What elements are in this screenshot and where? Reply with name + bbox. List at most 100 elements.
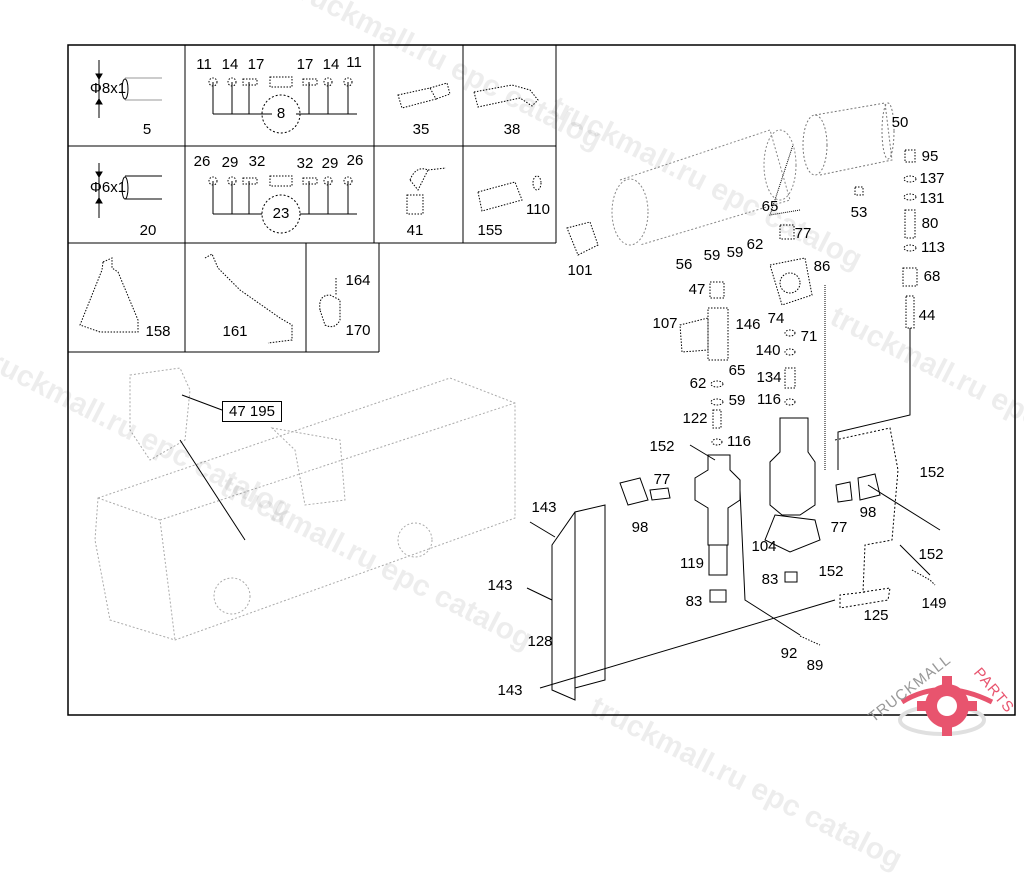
part-callout: 56	[675, 256, 693, 273]
part-callout: 77	[830, 519, 848, 536]
part-callout: 116	[727, 433, 751, 450]
stack-center-drawing	[710, 329, 796, 446]
part-callout: 44	[918, 307, 936, 324]
kit-grid	[68, 45, 557, 353]
pipe-5-drawing	[95, 60, 162, 118]
air-tank-65-drawing	[611, 129, 797, 246]
leaders-lower	[526, 444, 941, 689]
part-label: 35	[412, 121, 430, 138]
kit-8-drawing	[208, 76, 357, 134]
bolt-89-drawing	[799, 635, 821, 646]
part-callout: 140	[755, 342, 781, 359]
part-label: 20	[139, 222, 157, 239]
part-callout: 59	[726, 244, 744, 261]
leader-86	[769, 144, 826, 470]
valve-body-drawing	[619, 417, 881, 603]
part-callout: 152	[818, 563, 844, 580]
drain-53-drawing	[854, 186, 864, 196]
part-callout: 95	[921, 148, 939, 165]
kit-label: 8	[276, 105, 286, 122]
bracket-158-drawing	[79, 257, 139, 333]
gear-logo-icon	[898, 676, 994, 736]
part-callout: 107	[652, 315, 678, 332]
part-callout: 65	[761, 198, 779, 215]
part-callout: 83	[761, 571, 779, 588]
part-callout: 122	[682, 410, 708, 427]
part-callout: 83	[685, 593, 703, 610]
part-callout: 98	[859, 504, 877, 521]
pipe-dimension-label: Φ6x1	[89, 179, 127, 196]
part-callout: 65	[728, 362, 746, 379]
part-callout: 50	[891, 114, 909, 131]
part-callout: 113	[921, 239, 945, 256]
part-callout: 53	[850, 204, 868, 221]
part-callout: 80	[921, 215, 939, 232]
part-callout: 77	[653, 471, 671, 488]
part-label: 110	[526, 201, 550, 218]
part-callout: 89	[806, 657, 824, 674]
part-label: 5	[142, 121, 152, 138]
fitting-35-drawing	[397, 82, 451, 109]
part-callout: 62	[746, 236, 764, 253]
parts-diagram	[67, 44, 1016, 716]
part-callout: 128	[527, 633, 553, 650]
part-callout: 119	[680, 555, 704, 572]
part-callout: 152	[919, 464, 945, 481]
part-callout: 104	[751, 538, 777, 555]
reference-box[interactable]: 47 195	[222, 401, 282, 422]
sensor-stack-drawing	[902, 149, 918, 329]
bracket-128-drawing	[551, 504, 606, 701]
part-callout: 134	[756, 369, 782, 386]
part-callout: 137	[919, 170, 945, 187]
part-callout: 131	[919, 190, 945, 207]
part-callout: 146	[735, 316, 761, 333]
part-label: 164	[345, 272, 371, 289]
clamp-170-drawing	[319, 278, 341, 328]
part-label: 29	[321, 155, 339, 172]
nipple-155-drawing	[477, 181, 523, 212]
pipe-20-drawing	[95, 163, 162, 218]
part-callout: 59	[703, 247, 721, 264]
pipe-dimension-label: Φ8x1	[89, 80, 127, 97]
part-label: 155	[477, 222, 503, 239]
diagram-frame	[67, 44, 1016, 716]
kit-23-drawing	[208, 175, 357, 234]
truckmallparts-logo: TRUCKMALL PARTS	[862, 651, 1022, 750]
part-callout: 149	[921, 595, 947, 612]
part-label: 17	[296, 56, 314, 73]
part-callout: 86	[813, 258, 831, 275]
tank-50-drawing	[802, 102, 895, 176]
part-callout: 62	[689, 375, 707, 392]
valve-86-drawing	[769, 224, 813, 306]
part-callout: 59	[728, 392, 746, 409]
part-label: 161	[222, 323, 248, 340]
banjo-41-drawing	[406, 167, 447, 215]
part-callout: 152	[649, 438, 675, 455]
part-callout: 74	[767, 310, 785, 327]
part-callout: 101	[567, 262, 593, 279]
part-callout: 47	[688, 281, 706, 298]
part-label: 38	[503, 121, 521, 138]
part-callout: 116	[757, 391, 781, 408]
leader-44	[837, 328, 911, 470]
ring-110-drawing	[532, 175, 542, 191]
part-label: 29	[221, 154, 239, 171]
leader-47195	[179, 394, 246, 541]
part-callout: 98	[631, 519, 649, 536]
part-label: 11	[196, 56, 212, 73]
part-label: 170	[345, 322, 371, 339]
part-callout: 92	[780, 645, 798, 662]
part-callout: 125	[863, 607, 889, 624]
bracket-125-drawing	[834, 427, 899, 609]
part-label: 32	[248, 153, 266, 170]
bolt-149-drawing	[911, 569, 936, 586]
part-callout: 71	[800, 328, 818, 345]
part-label: 17	[247, 56, 265, 73]
part-callout: 77	[794, 225, 812, 242]
part-label: 41	[406, 222, 424, 239]
valve-107-drawing	[679, 281, 729, 361]
part-callout: 143	[497, 682, 523, 699]
valve-101-drawing	[566, 221, 599, 256]
part-callout: 143	[487, 577, 513, 594]
part-label: 14	[221, 56, 239, 73]
